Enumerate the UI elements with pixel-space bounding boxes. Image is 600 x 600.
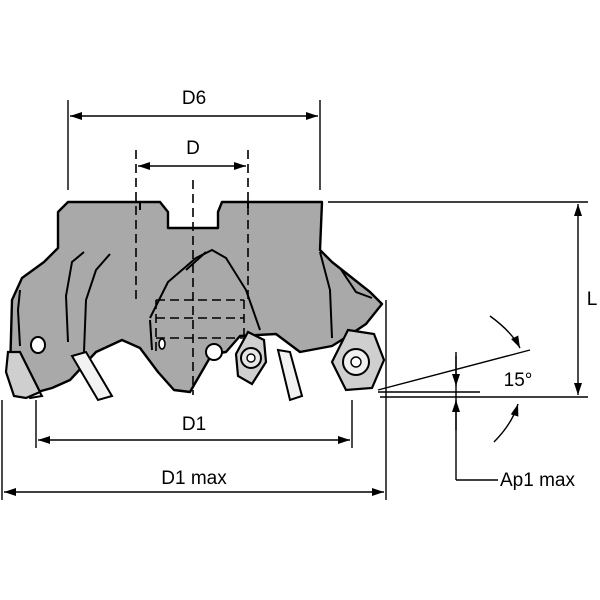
label-ap1max: Ap1 max (500, 470, 575, 491)
dimension-ap1max: Ap1 max (452, 352, 575, 491)
dimension-d: D (138, 138, 246, 170)
dimension-d6: D6 (67, 88, 321, 190)
insert-center (234, 330, 268, 386)
label-d: D (186, 138, 200, 159)
insert-right (330, 328, 386, 392)
label-d1: D1 (182, 414, 206, 435)
dimension-d1max: D1 max (1, 300, 387, 500)
dimension-d1: D1 (35, 400, 353, 448)
label-angle: 15° (504, 370, 533, 391)
cutter-body (8, 200, 384, 396)
bolt-hole-left (30, 336, 46, 354)
label-d1max: D1 max (161, 468, 227, 489)
dimension-angle: 15° (377, 315, 533, 443)
label-l: L (587, 289, 598, 310)
insert-left (4, 350, 42, 400)
dimension-l: L (328, 201, 598, 398)
bolt-hole-center (158, 338, 223, 361)
label-d6: D6 (182, 88, 206, 109)
